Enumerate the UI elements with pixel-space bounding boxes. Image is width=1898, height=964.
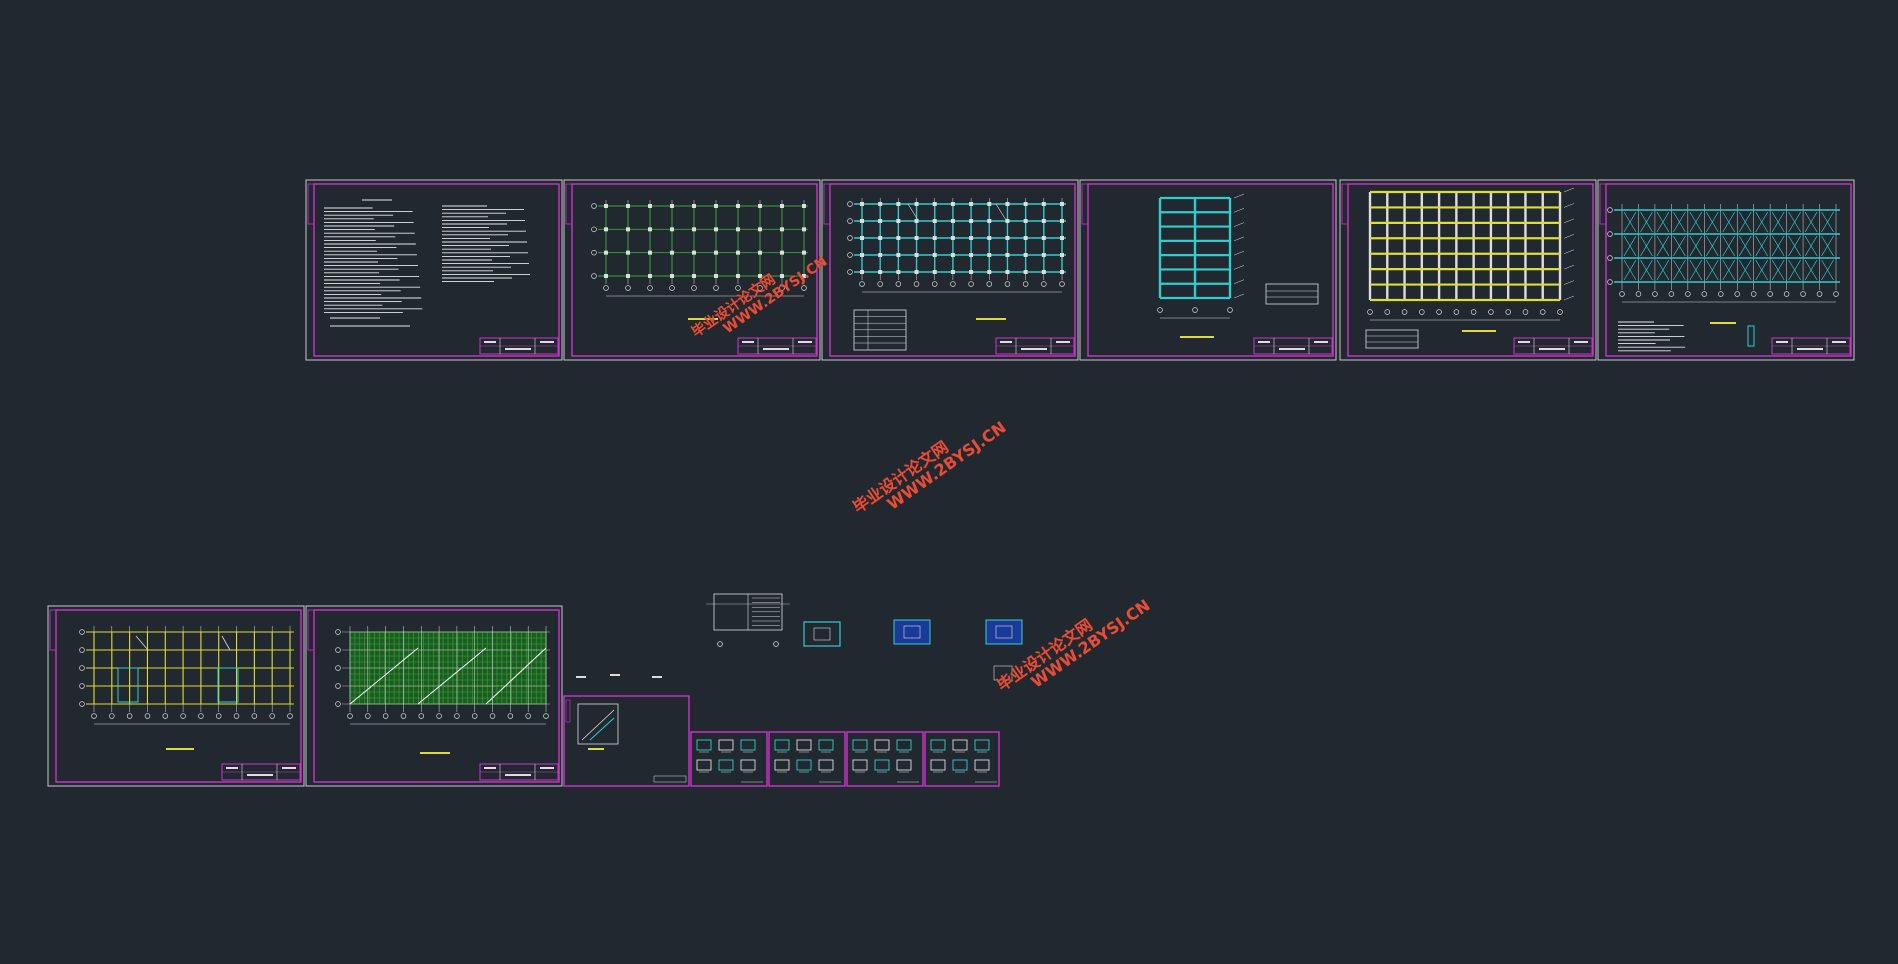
loose-detail-blue-2[interactable] (985, 619, 1023, 681)
loose-marks (576, 674, 662, 678)
beam-elevation-sheet[interactable] (1339, 179, 1597, 361)
loose-detail-blue[interactable] (893, 619, 931, 645)
foundation-plan-sheet[interactable] (563, 179, 821, 361)
detail-sheet-2[interactable] (768, 731, 846, 787)
slab-rebar-sheet[interactable] (305, 605, 563, 787)
frame-elevation-sheet[interactable] (1079, 179, 1337, 361)
loose-detail-cyan[interactable] (803, 621, 841, 647)
slab-detail-sheet[interactable] (1597, 179, 1855, 361)
stair-sheet[interactable] (563, 695, 690, 787)
detail-sheet-1[interactable] (690, 731, 768, 787)
beam-plan-sheet[interactable] (47, 605, 305, 787)
loose-section-drawing[interactable] (706, 593, 790, 647)
column-plan-sheet[interactable] (821, 179, 1079, 361)
detail-sheet-4[interactable] (924, 731, 1000, 787)
detail-sheet-3[interactable] (846, 731, 924, 787)
design-notes-sheet[interactable] (305, 179, 563, 361)
